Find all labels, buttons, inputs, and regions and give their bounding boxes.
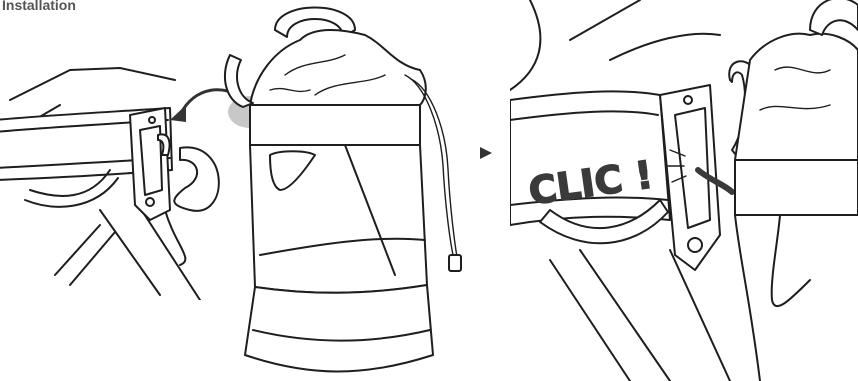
installation-heading: Installation	[2, 0, 76, 13]
next-step-arrow-icon	[478, 145, 494, 161]
harness-clip-illustration	[0, 60, 250, 300]
connected-detail-illustration: CLIC !	[510, 0, 858, 381]
bucket-bag-illustration	[215, 5, 480, 381]
